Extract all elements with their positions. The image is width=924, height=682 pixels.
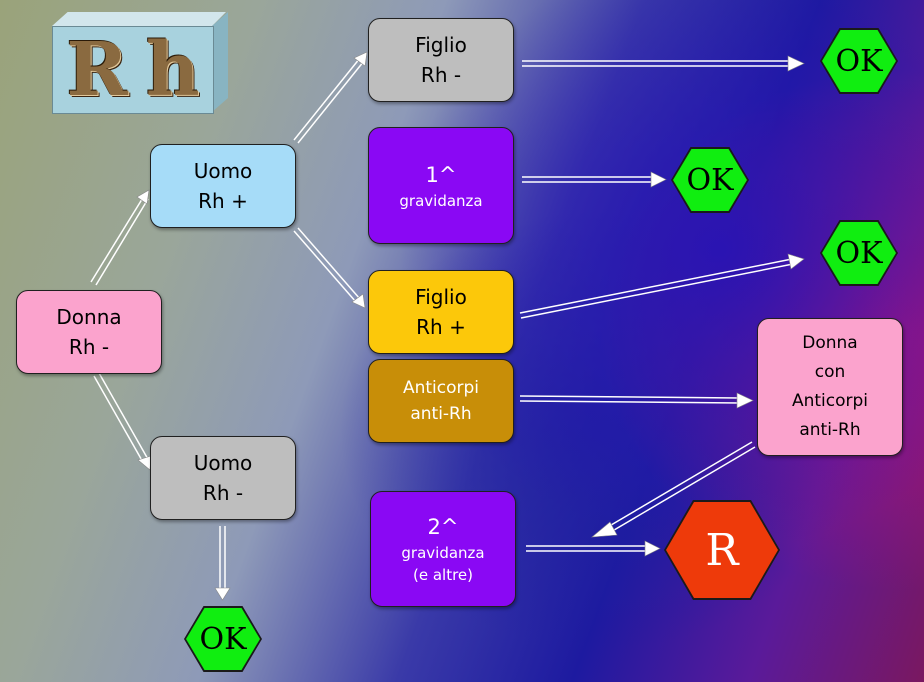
node-label-line1: Uomo — [193, 159, 253, 183]
arrow-donna-to-uomo-pos — [90, 189, 150, 286]
node-uomo-rh-neg: Uomo Rh - — [150, 436, 296, 520]
node-label-line2: Rh - — [68, 335, 110, 359]
node-label-line2: Rh - — [202, 481, 244, 505]
logo-bevel-side — [212, 12, 228, 112]
ok-label: OK — [186, 608, 260, 670]
ok-hexagon-uomo-neg: OK — [184, 606, 262, 672]
arrow-anticorpi-to-donna-anticorpi — [519, 392, 754, 409]
ok-hexagon-prima-gravidanza: OK — [671, 147, 749, 213]
node-label-line2: gravidanza — [401, 544, 485, 562]
ok-label: OK — [822, 222, 896, 284]
arrow-donna-to-uomo-neg — [93, 372, 152, 471]
rh-logo: R h — [52, 12, 228, 114]
logo-letter-h: h — [145, 27, 200, 113]
node-label-line1: Figlio — [415, 33, 467, 57]
arrow-figlio-neg-to-ok — [522, 55, 805, 72]
node-label-line3: Anticorpi — [791, 391, 869, 411]
ok-hexagon-figlio-pos: OK — [820, 220, 898, 286]
node-label-line2: Rh + — [416, 315, 466, 339]
risk-label: R — [666, 502, 778, 598]
node-label-line4: anti-Rh — [799, 420, 861, 440]
node-label-line2: Rh - — [420, 63, 462, 87]
node-prima-gravidanza: 1^ gravidanza — [368, 127, 514, 244]
arrow-seconda-gravidanza-to-risk — [526, 540, 661, 557]
logo-letter-r: R — [66, 27, 128, 113]
node-label-line1: Donna — [802, 333, 858, 353]
node-label-line3: (e altre) — [412, 566, 473, 584]
logo-face: R h — [52, 26, 214, 114]
node-label-line1: 2^ — [427, 515, 459, 539]
node-label-line1: Donna — [56, 305, 122, 329]
arrow-uomo-pos-to-figlio-pos — [293, 227, 366, 309]
arrow-uomo-neg-to-ok — [214, 526, 231, 601]
node-donna-con-anticorpi: Donna con Anticorpi anti-Rh — [757, 318, 903, 456]
node-label-line1: 1^ — [425, 162, 457, 187]
node-figlio-rh-pos: Figlio Rh + — [368, 270, 514, 354]
node-label-line1: Anticorpi — [402, 378, 480, 398]
node-figlio-rh-neg: Figlio Rh - — [368, 18, 514, 102]
arrow-uomo-pos-to-figlio-neg — [293, 51, 368, 144]
arrow-figlio-pos-to-ok — [519, 253, 805, 319]
node-uomo-rh-pos: Uomo Rh + — [150, 144, 296, 228]
ok-label: OK — [673, 149, 747, 211]
ok-label: OK — [822, 30, 896, 92]
logo-bevel-top — [52, 12, 226, 26]
node-label-line1: Uomo — [193, 451, 253, 475]
node-anticorpi-anti-rh: Anticorpi anti-Rh — [368, 359, 514, 443]
arrow-prima-gravidanza-to-ok — [522, 171, 667, 188]
node-label-line2: anti-Rh — [410, 404, 472, 424]
node-label-line2: Rh + — [198, 189, 248, 213]
node-donna-rh-neg: Donna Rh - — [16, 290, 162, 374]
node-seconda-gravidanza: 2^ gravidanza (e altre) — [370, 491, 516, 607]
node-label-line1: Figlio — [415, 285, 467, 309]
node-label-line2: gravidanza — [399, 191, 483, 210]
node-label-line2: con — [814, 362, 846, 382]
ok-hexagon-figlio-neg: OK — [820, 28, 898, 94]
arrow-donna-anticorpi-to-seconda-gravidanza — [591, 441, 756, 538]
